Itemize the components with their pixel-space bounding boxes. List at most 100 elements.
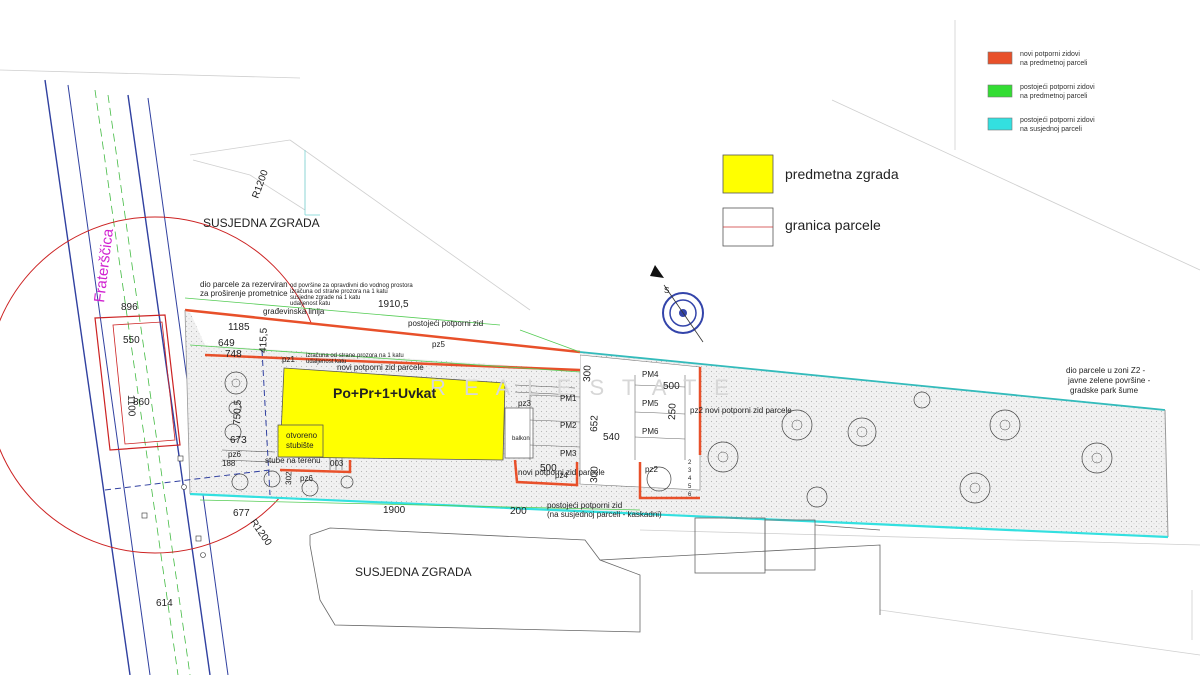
svg-text:PM1: PM1 [560, 394, 577, 403]
legend-item-existing-walls: postojeći potporni zidovi [1020, 84, 1095, 91]
svg-text:1900: 1900 [383, 505, 406, 516]
svg-text:pz6: pz6 [228, 450, 241, 459]
svg-text:302: 302 [284, 471, 293, 485]
legend-item-neighbor-walls: postojeći potporni zidovi [1020, 117, 1095, 124]
neighbor-label-bottom: SUSJEDNA ZGRADA [355, 565, 472, 579]
trees [224, 371, 1113, 508]
svg-text:300: 300 [589, 466, 601, 483]
background-lines [0, 20, 1200, 656]
svg-text:652: 652 [589, 415, 601, 432]
compass-icon: S [650, 265, 704, 343]
svg-text:500: 500 [663, 381, 680, 392]
svg-text:677: 677 [233, 508, 250, 519]
green-lines [184, 297, 641, 511]
svg-text:1100: 1100 [125, 395, 137, 417]
svg-text:4: 4 [688, 476, 692, 482]
tree-centers [231, 378, 1103, 494]
svg-text:pz5: pz5 [432, 340, 445, 349]
svg-text:003: 003 [330, 459, 344, 468]
legend-wall-types: novi potporni zidovi na predmetnoj parce… [987, 51, 1095, 133]
svg-text:250: 250 [667, 403, 679, 420]
svg-text:građevinska linija: građevinska linija [263, 307, 325, 316]
balcony [504, 407, 534, 459]
road-dimension-box [94, 314, 181, 451]
svg-text:gradske park šume: gradske park šume [1070, 386, 1139, 395]
svg-text:PM2: PM2 [560, 421, 577, 430]
svg-text:6: 6 [688, 492, 692, 498]
parking-grid [529, 375, 686, 460]
svg-text:stube na terenu: stube na terenu [265, 456, 321, 465]
svg-text:stubište: stubište [286, 441, 314, 450]
building-label: Po+Pr+1+Uvkat [333, 385, 436, 401]
parking-zone [579, 354, 701, 491]
svg-text:2: 2 [688, 460, 692, 466]
watermark: R E A L E S T A T E [430, 375, 735, 400]
annotations: dio parcele za rezerviran za proširenje … [200, 280, 1151, 519]
svg-text:postojeći potporni zid: postojeći potporni zid [547, 501, 622, 510]
svg-text:614: 614 [156, 598, 173, 609]
svg-text:pz4: pz4 [555, 471, 568, 480]
legend-main: predmetna zgrada granica parcele [722, 154, 899, 247]
balcony-label: balkon [512, 436, 530, 442]
svg-text:5: 5 [688, 484, 692, 490]
svg-text:PM3: PM3 [560, 449, 577, 458]
svg-text:649: 649 [218, 338, 235, 349]
svg-text:izračuna od strane prozora na: izračuna od strane prozora na 1 katu [290, 289, 388, 295]
svg-text:pz2: pz2 [645, 465, 658, 474]
svg-text:novi potporni zid parcele: novi potporni zid parcele [705, 406, 792, 415]
parcel-boundary [184, 308, 1169, 539]
svg-text:188: 188 [222, 459, 236, 468]
neighbor-building-bottom [309, 517, 881, 633]
svg-text:dio parcele za rezerviran: dio parcele za rezerviran [200, 280, 288, 289]
legend-parcel-label: granica parcele [785, 217, 881, 233]
svg-text:540: 540 [603, 432, 620, 443]
legend-building-label: predmetna zgrada [785, 166, 899, 182]
svg-text:300: 300 [582, 365, 594, 382]
radius-label-bottom: R1200 [248, 517, 274, 548]
svg-text:PM6: PM6 [642, 427, 659, 436]
stairwell-label: otvoreno [286, 431, 318, 440]
dashed-line-2 [104, 469, 271, 491]
svg-text:550: 550 [123, 335, 140, 346]
stair-steps [221, 384, 576, 470]
svg-text:novi potporni zid parcele: novi potporni zid parcele [337, 363, 424, 372]
neighbor-building-top [304, 150, 320, 216]
svg-text:postojeći potporni zid: postojeći potporni zid [408, 319, 483, 328]
svg-text:izračuna od strane prozora na: izračuna od strane prozora na 1 katu [306, 353, 404, 359]
svg-text:susjedne zgrade na 1 katu: susjedne zgrade na 1 katu [290, 295, 360, 301]
svg-text:896: 896 [121, 302, 138, 313]
svg-text:200: 200 [510, 506, 527, 517]
svg-text:udaljenost katu: udaljenost katu [290, 301, 330, 307]
svg-text:javne zelene površine -: javne zelene površine - [1067, 376, 1151, 385]
svg-text:748: 748 [225, 349, 242, 360]
svg-text:PM5: PM5 [642, 399, 659, 408]
svg-text:pz1: pz1 [282, 355, 295, 364]
dashed-line [261, 349, 271, 496]
svg-text:udaljenost katu: udaljenost katu [306, 359, 346, 365]
svg-text:PM4: PM4 [642, 370, 659, 379]
svg-text:na susjednoj parceli: na susjednoj parceli [1020, 126, 1082, 133]
svg-text:750,5: 750,5 [232, 399, 244, 425]
svg-text:415,5: 415,5 [258, 327, 270, 353]
legend-item-new-walls: novi potporni zidovi [1020, 51, 1080, 58]
svg-text:na predmetnoj parceli: na predmetnoj parceli [1020, 93, 1088, 100]
upper-strip [190, 312, 580, 370]
open-stairwell [277, 424, 324, 458]
svg-text:za proširenje prometnice: za proširenje prometnice [200, 289, 288, 298]
svg-text:pz6: pz6 [300, 474, 313, 483]
svg-text:1910,5: 1910,5 [378, 299, 409, 310]
svg-text:673: 673 [230, 435, 247, 446]
svg-text:S: S [664, 286, 669, 295]
svg-text:1185: 1185 [228, 322, 250, 333]
svg-text:novi potporni zid parcele: novi potporni zid parcele [518, 468, 605, 477]
markers [141, 455, 206, 558]
tags: pz1 pz2 pz2 pz3 pz4 pz5 pz6 pz6 PM1 PM2 … [228, 340, 703, 498]
svg-text:3: 3 [688, 468, 692, 474]
svg-text:(na susjednoj parceli - kaskad: (na susjednoj parceli - kaskadni) [547, 510, 662, 519]
radius-label-top: R1200 [250, 168, 271, 200]
svg-text:860: 860 [133, 397, 150, 408]
svg-text:od površine za opravdivni dio: od površine za opravdivni dio vodnog pro… [290, 283, 413, 289]
dimensions: 896 1910,5 1185 550 649 748 415,5 1100 8… [121, 299, 680, 609]
svg-text:500: 500 [540, 463, 557, 474]
